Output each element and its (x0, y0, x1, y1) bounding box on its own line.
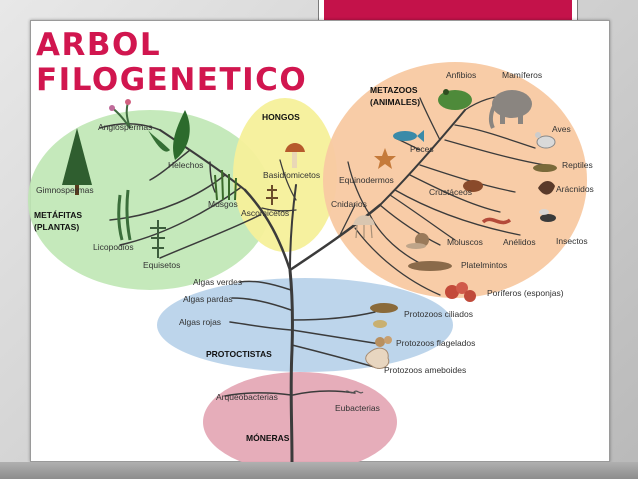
label-poriferos: Poríferos (esponjas) (487, 288, 564, 298)
starfish-icon (374, 148, 396, 169)
label-protozoos-ciliados: Protozoos ciliados (404, 309, 473, 319)
group-label-protoctistas: PROTOCTISTAS (206, 349, 272, 359)
protist-icons (365, 303, 398, 369)
bacteria-icons (344, 390, 364, 394)
group-labels: METÁFITAS (PLANTAS) HONGOS METAZOOS (ANI… (34, 85, 420, 443)
insect-icon (539, 209, 556, 222)
label-aracnidos: Arácnidos (556, 184, 594, 194)
slide-title-line1: ARBOL (36, 27, 162, 63)
label-insectos: Insectos (556, 236, 588, 246)
mushroom-icon (285, 143, 305, 168)
label-eubacterias: Eubacterias (335, 403, 380, 413)
plant-icons (62, 99, 237, 258)
label-gimnospermas: Gimnospermas (36, 185, 94, 195)
conifer-icon (62, 128, 92, 195)
animal-icons (353, 89, 557, 302)
label-anfibios: Anfibios (446, 70, 476, 80)
elephant-icon (488, 90, 532, 129)
moneras-area (203, 372, 397, 472)
group-label-moneras: MÓNERAS (246, 432, 290, 443)
group-label-plantas-line1: METÁFITAS (34, 210, 82, 220)
label-angiospermas: Angiospermas (98, 122, 152, 132)
label-cnidarios: Cnidarios (331, 199, 367, 209)
moss-icon (214, 169, 237, 201)
worm-icon (481, 217, 512, 225)
bird-icon (535, 132, 556, 149)
sponge-icon (445, 282, 476, 302)
amoeba-icon (365, 347, 390, 369)
horsetail-icon (150, 220, 166, 258)
leaf-labels: Angiospermas Helechos Gimnospermas Musgo… (36, 70, 594, 413)
group-label-metazoos-line1: METAZOOS (370, 85, 418, 95)
label-reptiles: Reptiles (562, 160, 593, 170)
frog-icon (438, 89, 472, 110)
label-licopodios: Licopodios (93, 242, 134, 252)
bacterium-icon (344, 390, 364, 394)
ciliate-icon (370, 303, 398, 328)
label-mamiferos: Mamíferos (502, 70, 542, 80)
label-ascomicetos: Ascomicetos (241, 208, 289, 218)
label-algas-pardas: Algas pardas (183, 294, 233, 304)
angiosperm-icon (109, 99, 131, 129)
label-basidiomicetos: Basidiomicetos (263, 170, 320, 180)
label-anelidos: Anélidos (503, 237, 536, 247)
reptile-icon (533, 164, 557, 172)
snail-icon (406, 233, 429, 249)
label-protozoos-ameboides: Protozoos ameboides (384, 365, 466, 375)
scorpion-icon (538, 181, 555, 195)
label-crustaceos: Crustáceos (429, 187, 472, 197)
fungi-icons (266, 143, 305, 205)
fern-icon (148, 110, 190, 160)
tree-branches (99, 95, 546, 464)
label-protozoos-flagelados: Protozoos flagelados (396, 338, 475, 348)
label-algas-verdes: Algas verdes (193, 277, 242, 287)
label-musgos: Musgos (208, 199, 238, 209)
crab-icon (463, 180, 483, 192)
slide-title: ARBOL FILOGENETICO (36, 28, 307, 98)
flatworm-icon (408, 261, 452, 271)
group-label-hongos: HONGOS (262, 112, 300, 122)
flagellate-icon (375, 336, 392, 347)
plantas-area (28, 110, 272, 290)
slide-title-line2: FILOGENETICO (36, 62, 308, 98)
jellyfish-icon (353, 215, 375, 239)
label-algas-rojas: Algas rojas (179, 317, 221, 327)
label-aves: Aves (552, 124, 571, 134)
group-label-plantas-line2: (PLANTAS) (34, 222, 79, 232)
ascomycete-icon (266, 185, 278, 205)
label-platelmintos: Platelmintos (461, 260, 507, 270)
label-equinodermos: Equinodermos (339, 175, 394, 185)
fish-icon (393, 130, 424, 142)
label-arqueobacterias: Arqueobacterias (216, 392, 278, 402)
label-equisetos: Equisetos (143, 260, 180, 270)
group-label-metazoos-line2: (ANIMALES) (370, 97, 420, 107)
label-helechos: Helechos (168, 160, 203, 170)
label-peces: Peces (410, 144, 434, 154)
label-moluscos: Moluscos (447, 237, 483, 247)
clubmoss-icon (117, 189, 132, 241)
slide-bottom-band (0, 462, 638, 479)
